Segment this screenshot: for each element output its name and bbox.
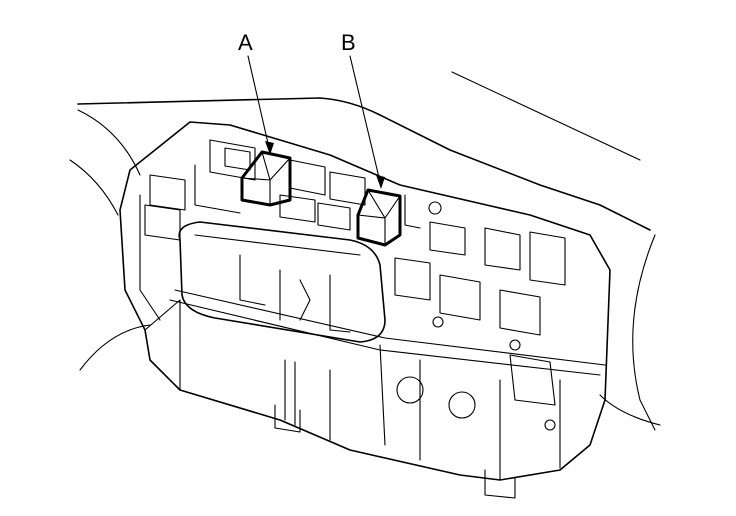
fuse-box-housing bbox=[119, 121, 611, 499]
callout-b-arrowhead bbox=[376, 175, 385, 189]
callout-leaders bbox=[247, 55, 385, 189]
relay-b bbox=[356, 188, 402, 247]
callout-a-arrowhead bbox=[265, 141, 274, 155]
callout-b-label: B bbox=[341, 30, 356, 55]
callout-b-leader bbox=[349, 55, 382, 187]
callout-a-leader bbox=[247, 55, 271, 153]
relay-row-top bbox=[144, 139, 442, 241]
fuse-box-cover bbox=[178, 221, 386, 343]
relay-a bbox=[240, 150, 292, 207]
relay-row-right bbox=[394, 221, 566, 431]
engine-bay-outline bbox=[69, 71, 661, 431]
callout-a-label: A bbox=[238, 30, 253, 55]
